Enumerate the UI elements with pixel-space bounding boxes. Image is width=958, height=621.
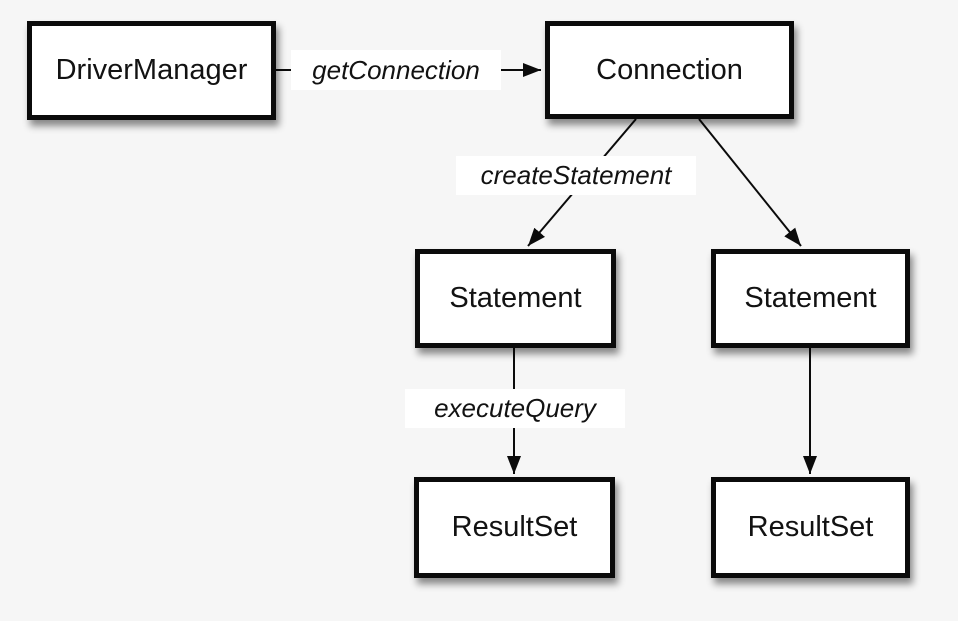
- node-resultset-left: ResultSet: [414, 477, 615, 578]
- edge-label-executequery: executeQuery: [405, 389, 625, 428]
- edge-label-createstatement: createStatement: [456, 156, 696, 195]
- node-statement-left: Statement: [415, 249, 616, 348]
- node-drivermanager: DriverManager: [27, 21, 276, 120]
- node-connection: Connection: [545, 21, 794, 119]
- edge-label-getconnection: getConnection: [291, 50, 501, 90]
- edge-connection-to-statement-right-arrow: [698, 118, 802, 247]
- node-resultset-right: ResultSet: [711, 477, 910, 578]
- node-statement-right: Statement: [711, 249, 910, 348]
